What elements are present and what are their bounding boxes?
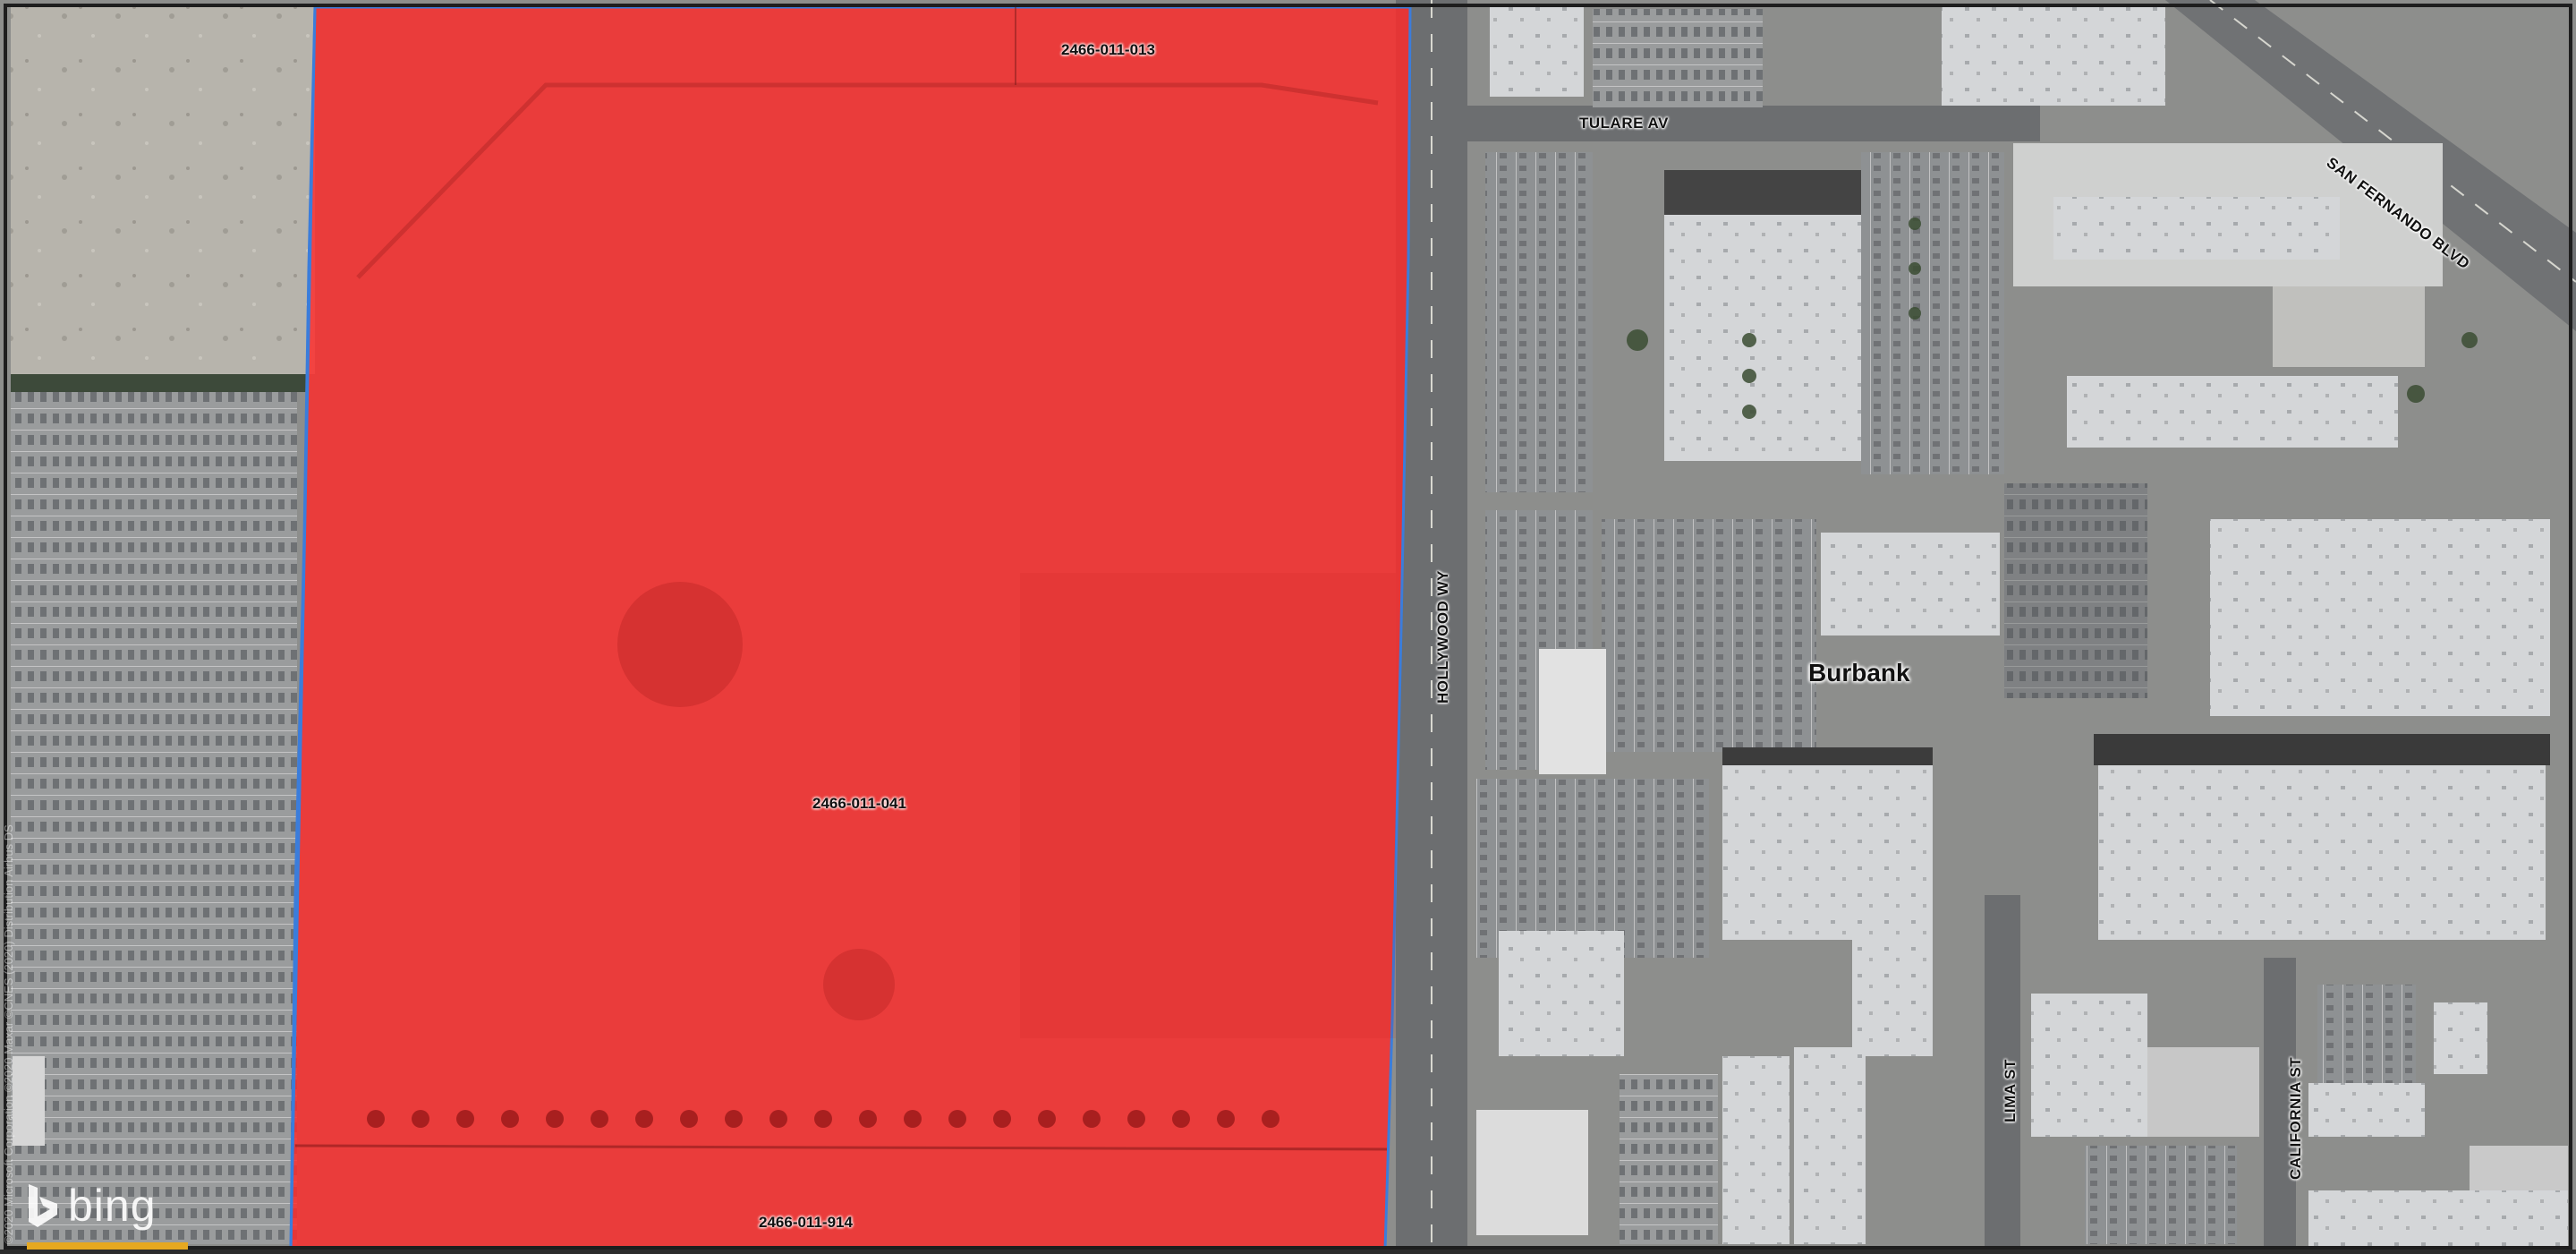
map-attribution: ©2020 Microsoft Corporation ©2020 Maxar … xyxy=(2,824,15,1244)
bing-logo: bing xyxy=(27,1180,157,1232)
street-label-tulare: TULARE AV xyxy=(1579,115,1669,132)
street-label-lima: LIMA ST xyxy=(2002,1059,2019,1122)
bing-b-icon xyxy=(29,1184,57,1227)
bing-wordmark: bing xyxy=(68,1181,157,1231)
parcel-label-north: 2466-011-013 xyxy=(1061,41,1155,58)
parcel-label-selected[interactable]: 2466-011-041 xyxy=(812,795,906,812)
street-label-hollywood: HOLLYWOOD WY xyxy=(1434,570,1451,704)
city-label: Burbank xyxy=(1808,659,1910,687)
parcel-label-south: 2466-011-914 xyxy=(759,1214,853,1231)
street-label-california: CALIFORNIA ST xyxy=(2287,1056,2304,1180)
